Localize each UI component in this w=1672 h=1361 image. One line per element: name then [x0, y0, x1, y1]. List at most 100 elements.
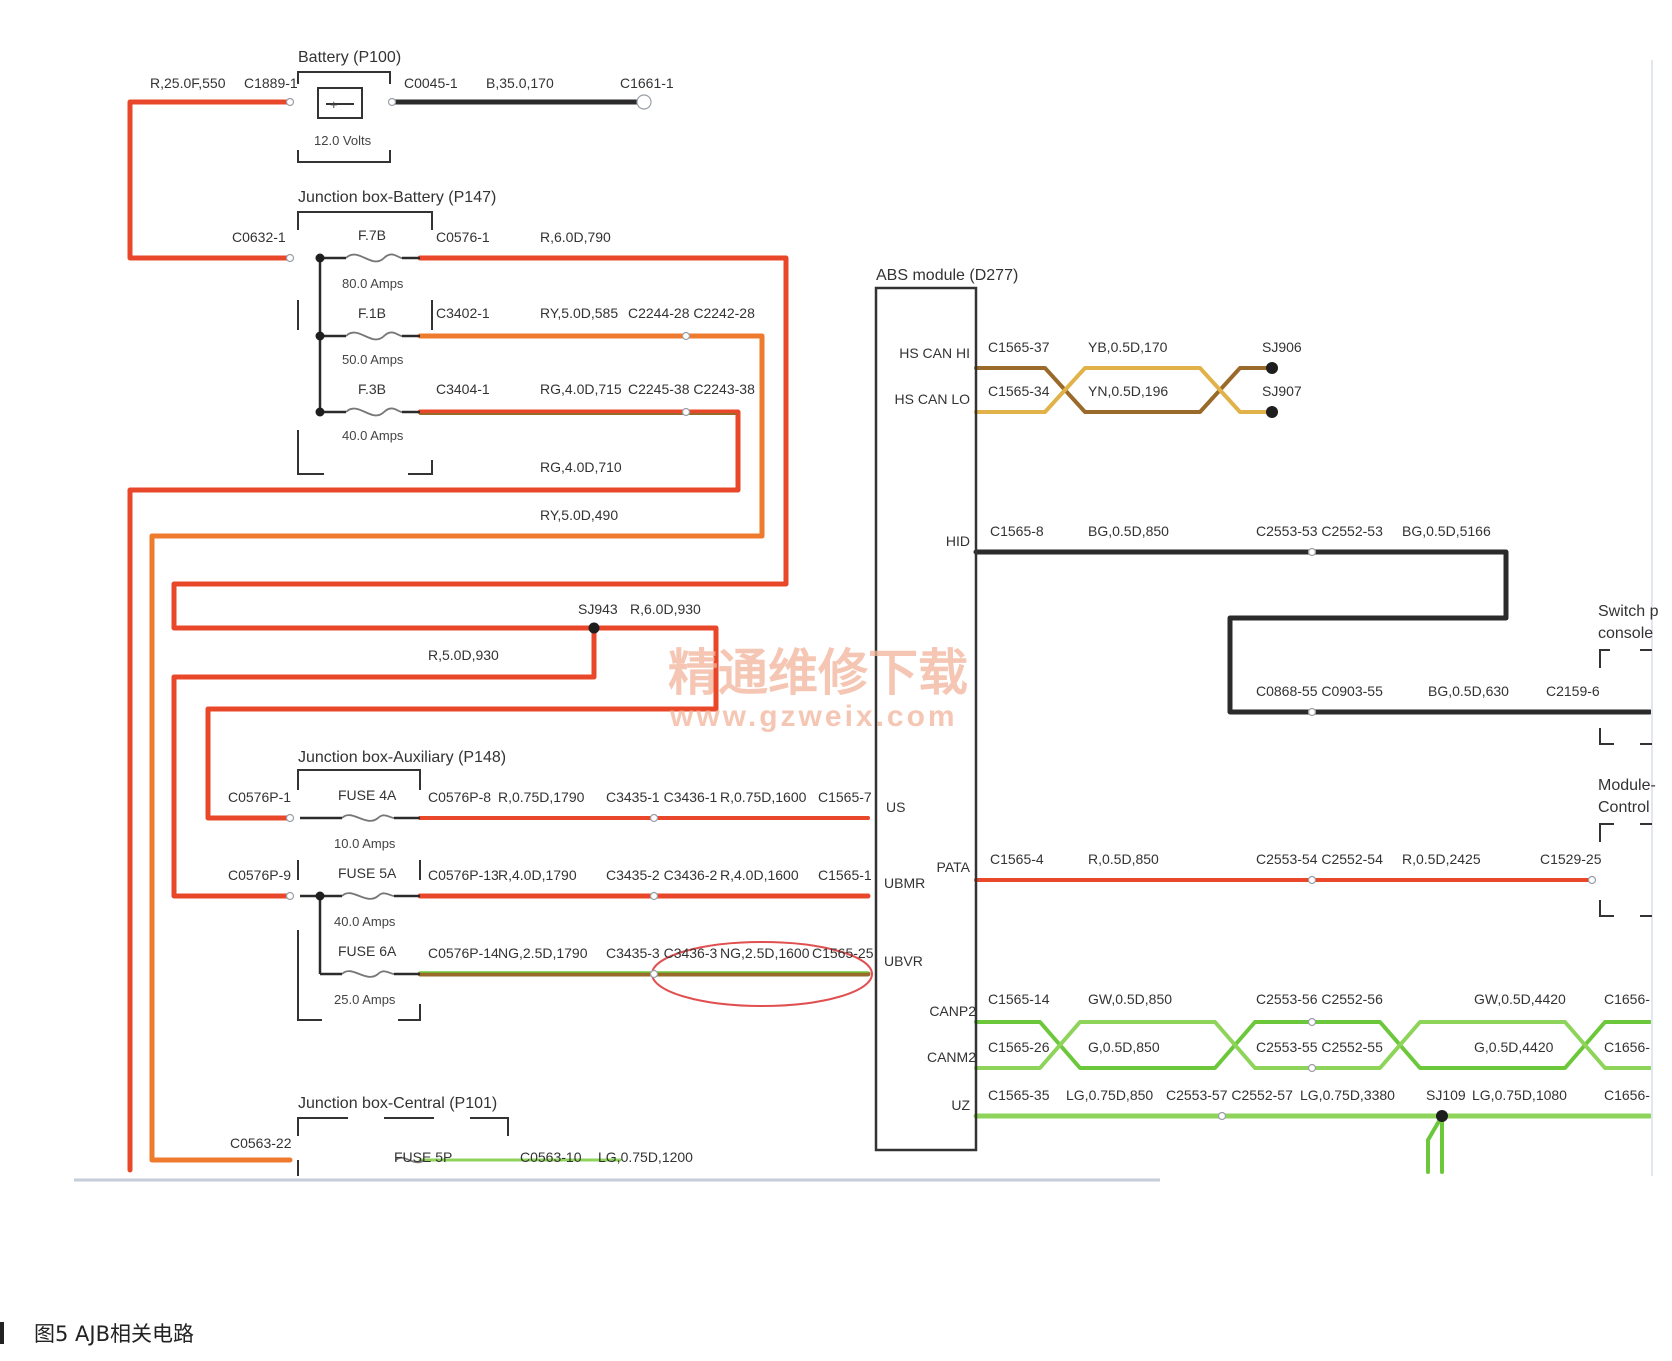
node-jb-battery-1	[315, 253, 325, 263]
node-sj907	[1266, 406, 1278, 418]
sj943-label: SJ943	[578, 601, 618, 617]
conn-c0563-10-label: C0563-10	[520, 1149, 582, 1165]
fuse-5p	[395, 1156, 425, 1164]
jb-battery-out	[402, 256, 420, 414]
fuse-6a-rating: 25.0 Amps	[334, 992, 396, 1007]
abs-title: ABS module (D277)	[876, 267, 1018, 284]
conn-c0576p-8-label: C0576P-8	[428, 789, 491, 805]
conn-c2553-54-label: C2553-54 C2552-54	[1256, 851, 1383, 867]
fuse-f3b-rating: 40.0 Amps	[342, 428, 404, 443]
watermark-cn: 精通维修下载	[668, 645, 968, 701]
wire-g-850-label: G,0.5D,850	[1088, 1039, 1160, 1055]
wire-rg4	[127, 409, 741, 1173]
wire-r5-930	[171, 625, 597, 899]
conn-c3435-1	[649, 813, 659, 823]
conn-c0576p-14-label: C0576P-14	[428, 945, 499, 961]
wire-bg-630-label: BG,0.5D,630	[1428, 683, 1509, 699]
conn-c0576p-9-label: C0576P-9	[228, 867, 291, 883]
node-sj109	[1436, 1110, 1448, 1122]
abs-pin-ubmr: UBMR	[884, 875, 925, 891]
conn-c0576p-1	[285, 813, 295, 823]
wire-yb-label: YB,0.5D,170	[1088, 339, 1168, 355]
conn-c1661	[636, 94, 652, 110]
abs-pin-pata: PATA	[937, 859, 971, 875]
wire-canm2	[974, 1020, 1652, 1070]
wire-ng-1790-label: NG,2.5D,1790	[498, 945, 588, 961]
battery-title: Battery (P100)	[298, 49, 401, 66]
wire-r6-790-label: R,6.0D,790	[540, 229, 611, 245]
abs-pin-uz: UZ	[951, 1097, 970, 1113]
fuse-5p-id: FUSE 5P	[394, 1149, 452, 1165]
wire-bg-5166-label: BG,0.5D,5166	[1402, 523, 1491, 539]
figure-caption: 图5 AJB相关电路	[0, 1318, 194, 1348]
conn-c0632	[285, 253, 295, 263]
wire-r4-1790-label: R,4.0D,1790	[498, 867, 577, 883]
wire-r05-2425-label: R,0.5D,2425	[1402, 851, 1481, 867]
conn-c1565-34-label: C1565-34	[988, 383, 1050, 399]
conn-c0576p-9	[285, 891, 295, 901]
wire-ry5	[149, 333, 765, 1163]
abs-module-box	[874, 286, 978, 1152]
fuse-f7b-rating: 80.0 Amps	[342, 276, 404, 291]
battery-polarity: +	[330, 97, 338, 112]
wire-battery-feed	[127, 99, 293, 261]
conn-c2244-label: C2244-28 C2242-28	[628, 305, 755, 321]
conn-c0576-label: C0576-1	[436, 229, 490, 245]
jb-aux-box	[297, 769, 421, 1021]
fuse-5a-id: FUSE 5A	[338, 865, 397, 881]
conn-c1656-b-label: C1656-	[1604, 1039, 1650, 1055]
conn-c1889-label: C1889-1	[244, 75, 298, 91]
switch-console-line1: Switch p	[1598, 603, 1659, 620]
conn-c0563-22-label: C0563-22	[230, 1135, 292, 1151]
switch-console-box	[1599, 649, 1652, 745]
conn-c2553-54	[1307, 875, 1317, 885]
fuse-f1b-id: F.1B	[358, 305, 386, 321]
jb-aux-out	[394, 816, 420, 976]
jb-battery-title: Junction box-Battery (P147)	[298, 189, 496, 206]
wire-gw-850-label: GW,0.5D,850	[1088, 991, 1172, 1007]
fuse-4a-rating: 10.0 Amps	[334, 836, 396, 851]
jb-aux-title: Junction box-Auxiliary (P148)	[298, 749, 506, 766]
wire-r5-930-label: R,5.0D,930	[428, 647, 499, 663]
wire-r6-930-label: R,6.0D,930	[630, 601, 701, 617]
module-control-line2: Control	[1598, 799, 1650, 816]
abs-pin-canp2: CANP2	[929, 1003, 976, 1019]
wire-r075-1600-label: R,0.75D,1600	[720, 789, 807, 805]
conn-c0576p-1-label: C0576P-1	[228, 789, 291, 805]
abs-pin-ubvr: UBVR	[884, 953, 923, 969]
conn-c1565-25-label: C1565-25	[812, 945, 874, 961]
conn-c3402-label: C3402-1	[436, 305, 490, 321]
conn-c2553-55-label: C2553-55 C2552-55	[1256, 1039, 1383, 1055]
fuse-f3b-id: F.3B	[358, 381, 386, 397]
abs-pin-hs-can-hi: HS CAN HI	[899, 345, 970, 361]
conn-c3435-3	[649, 969, 659, 979]
wire-ry5-585-label: RY,5.0D,585	[540, 305, 618, 321]
fuse-6a	[341, 970, 395, 978]
fuse-4a-id: FUSE 4A	[338, 787, 397, 803]
wire-rg4-710-label: RG,4.0D,710	[540, 459, 622, 475]
conn-c2244	[681, 331, 691, 341]
fuse-5a	[341, 892, 395, 900]
conn-c2553-53	[1307, 547, 1317, 557]
conn-c1565-37-label: C1565-37	[988, 339, 1050, 355]
conn-c2553-53-label: C2553-53 C2552-53	[1256, 523, 1383, 539]
wire-canp2	[974, 1020, 1652, 1070]
module-control-line1: Module-	[1598, 777, 1656, 794]
wire-b35-label: B,35.0,170	[486, 75, 554, 91]
conn-c0632-label: C0632-1	[232, 229, 286, 245]
wire-hs-can-hi	[974, 366, 1274, 414]
conn-c0045	[387, 97, 397, 107]
battery-rating: 12.0 Volts	[314, 133, 372, 148]
conn-c1565-35-label: C1565-35	[988, 1087, 1050, 1103]
fuse-f3b	[345, 407, 403, 417]
conn-c1565-4-label: C1565-4	[990, 851, 1044, 867]
wire-hid	[973, 549, 1653, 715]
node-sj906	[1266, 362, 1278, 374]
conn-c1565-1-label: C1565-1	[818, 867, 872, 883]
conn-c3435-1-label: C3435-1 C3436-1	[606, 789, 718, 805]
abs-pin-hs-can-lo: HS CAN LO	[895, 391, 971, 407]
jb-battery-box	[297, 211, 433, 475]
conn-c3435-2	[649, 891, 659, 901]
